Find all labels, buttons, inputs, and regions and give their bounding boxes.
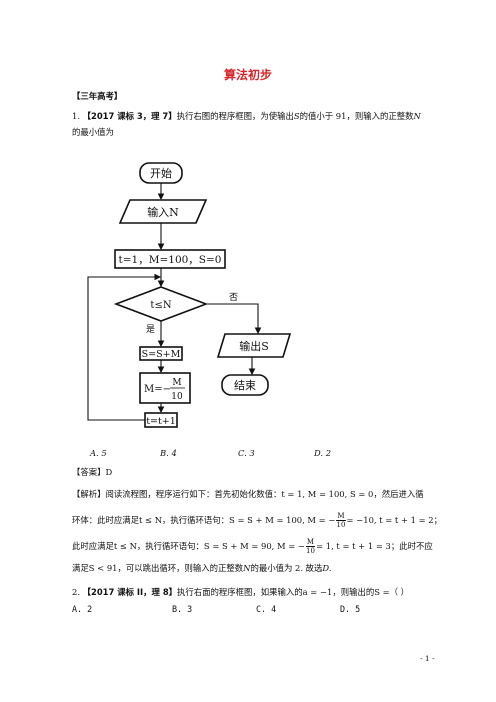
analysis-l4-var-n: N <box>243 563 251 573</box>
question-1-number: 1. <box>72 111 83 121</box>
analysis-line-3: 此时应满足t ≤ N，执行循环语句：S = S + M = 90, M = −M… <box>72 538 433 555</box>
question-2-math-2: S = <box>374 587 390 597</box>
q2-option-c: C. 4 <box>256 604 277 614</box>
flow-init-label: t=1，M=100，S=0 <box>119 254 222 266</box>
analysis-l3-frac-num: M <box>305 538 316 547</box>
analysis-l2-math-2: S = S + M = 100, M = − <box>229 515 336 525</box>
question-2-text-c: （ ） <box>389 587 410 597</box>
flow-init-box <box>114 249 226 269</box>
question-1-line-1: 1. 【2017 课标 3，理 7】执行右图的程序框图，为使输出S的值小于 91… <box>72 110 421 122</box>
analysis-l2-frac-num: M <box>336 512 346 521</box>
analysis-l2-math-1: t ≤ N <box>139 515 163 525</box>
analysis-line-1: 【解析】阅读流程图，程序运行如下：首先初始化数值：t = 1, M = 100,… <box>72 488 424 500</box>
q1-option-c: C. 3 <box>238 448 255 458</box>
answer-line: 【答案】D <box>72 467 113 477</box>
analysis-l1-math: t = 1, M = 100, S = 0 <box>281 489 374 499</box>
q1-option-d: D. 2 <box>314 448 332 458</box>
analysis-l2-text-b: ，执行循环语句： <box>162 515 230 525</box>
flow-yes-label: 是 <box>146 324 155 335</box>
question-1-var-n: N <box>413 111 421 121</box>
analysis-line-2: 环体：此时应满足t ≤ N，执行循环语句：S = S + M = 100, M … <box>72 512 442 529</box>
analysis-l3-text-b: ，执行循环语句： <box>136 541 204 551</box>
q2-option-d: D. 5 <box>340 604 361 614</box>
analysis-l1-text-b: ，然后进入循 <box>373 489 424 499</box>
analysis-l3-math-2: S = S + M = 90, M = − <box>203 541 305 551</box>
flow-output-label: 输出S <box>239 339 269 353</box>
analysis-l4-math: S < 91 <box>88 563 118 573</box>
q2-option-a: A. 2 <box>72 604 93 614</box>
flow-input-label: 输入N <box>147 205 179 219</box>
flow-condition-label: t≤N <box>150 300 171 311</box>
analysis-line-4: 满足S < 91，可以跳出循环，则输入的正整数N的最小值为 2. 故选D. <box>72 562 331 574</box>
question-1-source: 【2017 课标 3，理 7】 <box>82 111 177 121</box>
q1-option-a: A. 5 <box>90 448 107 458</box>
question-1-line-2: 的最小值为 <box>72 127 114 137</box>
analysis-l3-text-c: ；此时不应 <box>390 541 433 551</box>
question-2-math-1: a = −1 <box>302 587 333 597</box>
analysis-l3-frac-den: 10 <box>306 547 315 555</box>
question-2-line: 2. 【2017 课标 II，理 8】执行右面的程序框图，如果输入的a = −1… <box>72 586 409 598</box>
question-2-text-b: ，则输出的 <box>332 587 375 597</box>
page-number: - 1 - <box>420 654 435 663</box>
analysis-l2-frac-den: 10 <box>336 521 346 529</box>
analysis-l4-choice: D. <box>322 563 332 573</box>
question-2-source: 【2017 课标 II，理 8】 <box>82 587 178 597</box>
question-1-text-b: 的值小于 91，则输入的正整数 <box>299 111 414 121</box>
flow-input-box <box>118 199 208 224</box>
flow-step-m-lhs: M=− <box>144 384 171 395</box>
analysis-l2-text-c: ； <box>433 515 443 525</box>
analysis-l4-text-a: 满足 <box>72 563 89 573</box>
flow-end-box <box>221 374 269 396</box>
question-2-text-a: 执行右面的程序框图，如果输入的 <box>177 587 303 597</box>
flow-step-s-label: S=S+M <box>142 349 181 360</box>
flow-step-m-box <box>139 372 191 404</box>
question-1-var-s: S <box>293 111 300 121</box>
analysis-l4-text-c: 的最小值为 2. 故选 <box>250 563 323 573</box>
section-label: 【三年高考】 <box>72 91 123 101</box>
q1-option-b: B. 4 <box>160 448 177 458</box>
flow-step-m-num: M <box>172 378 181 388</box>
analysis-l4-text-b: ，可以跳出循环，则输入的正整数 <box>117 563 244 573</box>
flow-end-label: 结束 <box>234 379 256 392</box>
analysis-l2-math-3: = −10, t = t + 1 = 2 <box>346 515 434 525</box>
flow-step-t-label: t=t+1 <box>146 416 176 427</box>
analysis-l3-math-3: = 1, t = t + 1 = 3 <box>316 541 391 551</box>
flow-output-box <box>216 333 292 358</box>
analysis-l3-math-1: t ≤ N <box>113 541 137 551</box>
page-title: 算法初步 <box>223 68 272 82</box>
question-1-text-a: 执行右图的程序框图，为使输出 <box>176 111 294 121</box>
flow-start-label: 开始 <box>150 166 172 180</box>
question-2-number: 2. <box>72 587 83 597</box>
analysis-l1-text-a: 【解析】阅读流程图，程序运行如下：首先初始化数值： <box>72 489 282 499</box>
flow-step-m-den: 10 <box>171 392 183 402</box>
flow-no-label: 否 <box>229 292 238 303</box>
analysis-l3-text-a: 此时应满足 <box>72 541 114 551</box>
q2-option-b: B. 3 <box>172 604 193 614</box>
analysis-l2-text-a: 环体：此时应满足 <box>72 515 139 525</box>
